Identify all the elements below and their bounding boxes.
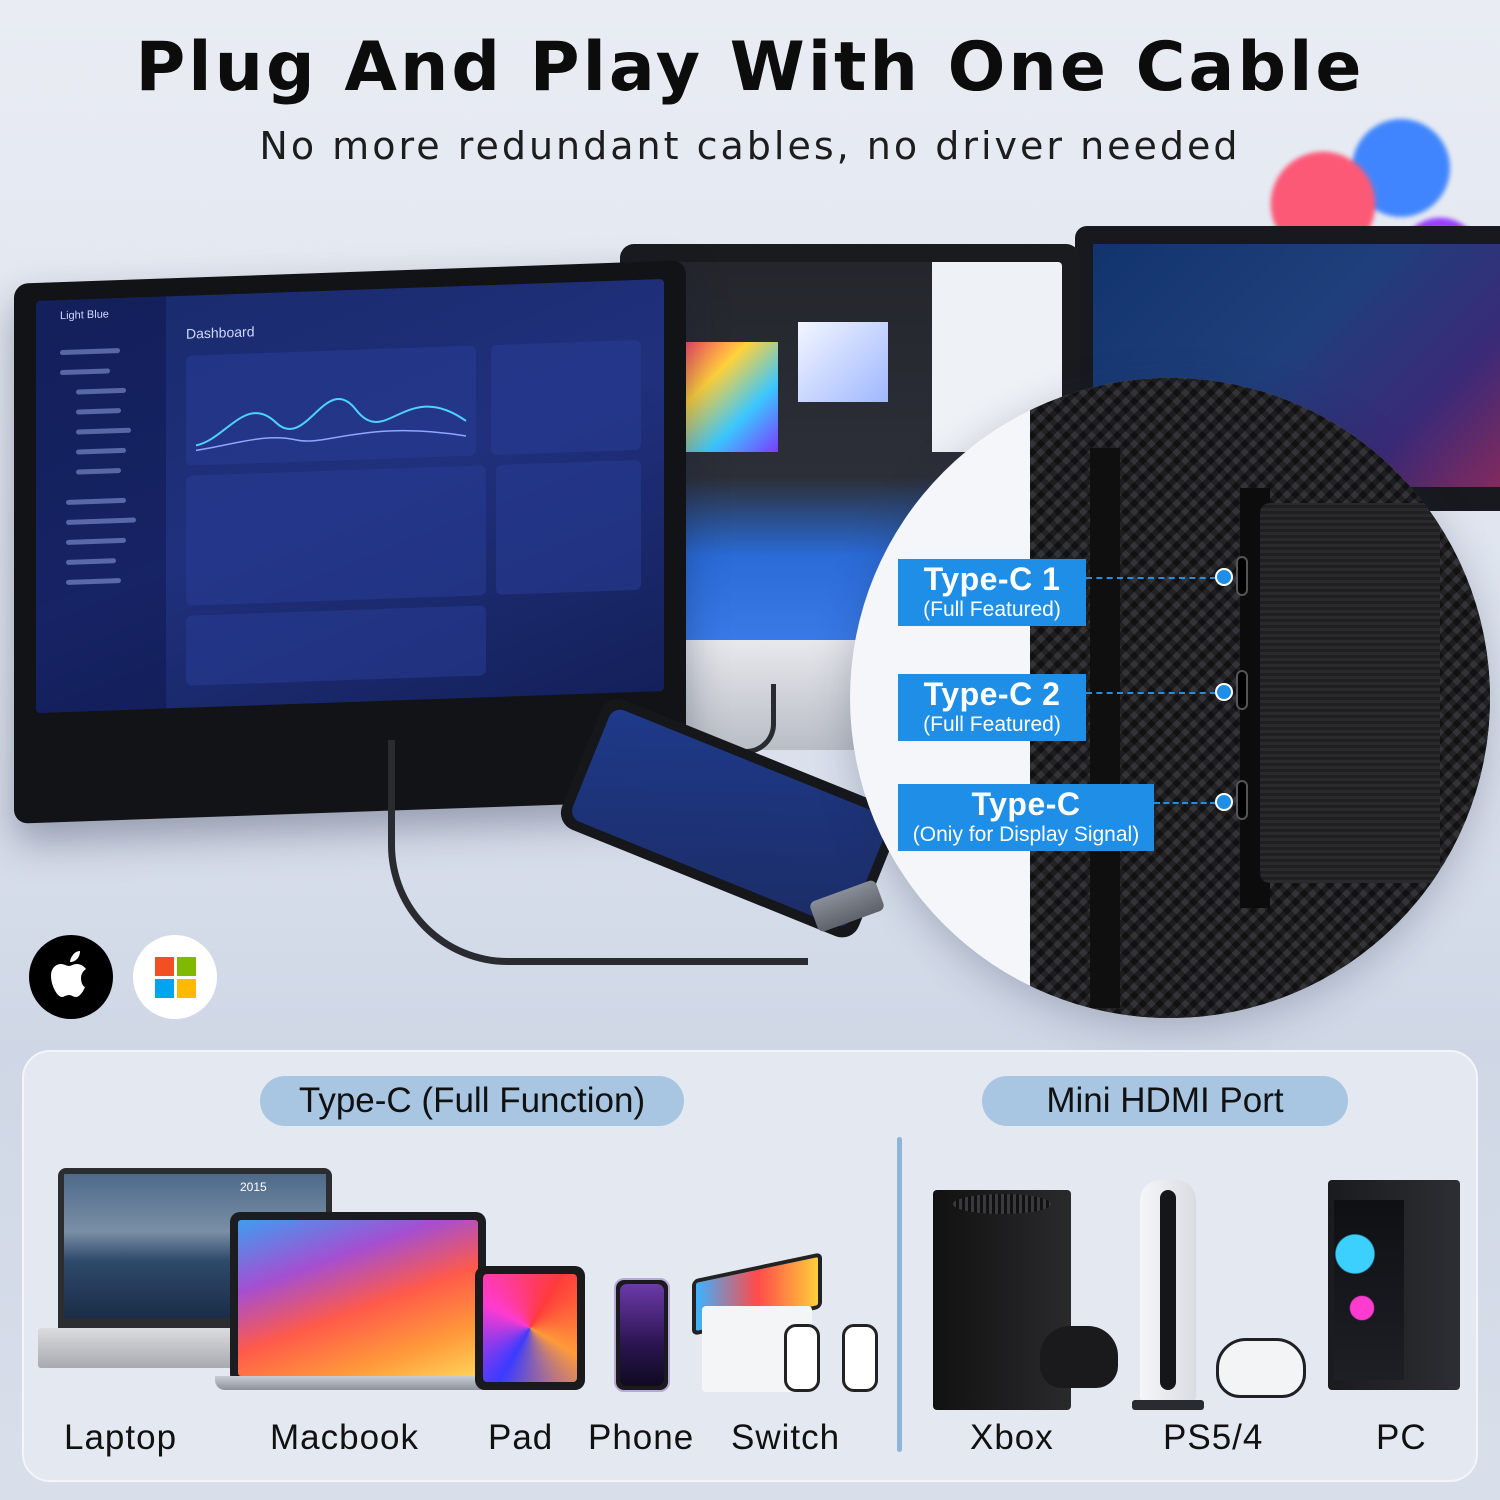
editing-photo (798, 322, 888, 402)
port-label-title: Type-C 1 (923, 561, 1061, 597)
xbox-vent (953, 1194, 1051, 1214)
port-pointer-dot (1215, 568, 1233, 586)
dashboard-screen: Light Blue Dashboard (36, 279, 664, 713)
rubber-pad (1260, 503, 1440, 883)
chat-card (186, 605, 486, 686)
windows-logo-blue-square (154, 978, 174, 998)
device-label-switch: Switch (731, 1418, 841, 1457)
tablet-device (475, 1266, 585, 1390)
device-label-pad: Pad (488, 1418, 554, 1457)
port-label-detail: (Full Featured) (923, 598, 1061, 621)
phone-device-screen (620, 1284, 664, 1386)
device-label-phone: Phone (588, 1418, 695, 1457)
dashboard-title: Dashboard (186, 323, 255, 342)
port-pointer-dot (1215, 793, 1233, 811)
pc-tower (1328, 1180, 1460, 1390)
type-c-port-2 (1236, 670, 1248, 710)
port-label-typec-1: Type-C 1 (Full Featured) (898, 559, 1086, 626)
headline: Plug And Play With One Cable (135, 28, 1365, 107)
leader-line (1154, 802, 1216, 804)
windows-logo-yellow-square (176, 978, 196, 998)
macbook-device (230, 1212, 486, 1384)
ps5-console (1132, 1180, 1204, 1410)
port-label-title: Type-C 2 (923, 676, 1061, 712)
macbook-base (215, 1376, 505, 1390)
typec-heading: Type-C (Full Function) (260, 1076, 684, 1126)
dashboard-sidebar (36, 296, 166, 713)
traffic-table-card (186, 465, 486, 606)
visits-chart-card (186, 345, 476, 466)
ps5-controller (1216, 1338, 1306, 1398)
feed-card (491, 339, 641, 456)
dashboard-brand: Light Blue (60, 308, 109, 323)
windows-logo-green-square (176, 956, 196, 976)
editing-artwork (678, 342, 778, 452)
switch-joycon-right (842, 1324, 878, 1392)
switch-device (692, 1252, 882, 1392)
port-label-typec-display: Type-C (Oniy for Display Signal) (898, 784, 1154, 851)
windows-logo-icon (133, 935, 217, 1019)
switch-joycon-left (784, 1324, 820, 1392)
tablet-screen (483, 1274, 577, 1382)
shell-gap (1090, 448, 1120, 1008)
device-label-laptop: Laptop (64, 1418, 178, 1457)
laptop-screen-year: 2015 (240, 1180, 267, 1194)
device-label-xbox: Xbox (970, 1418, 1054, 1457)
device-label-macbook: Macbook (270, 1418, 420, 1457)
windows-logo-red-square (154, 956, 174, 976)
phone-device (614, 1278, 670, 1392)
visits-chart (195, 397, 467, 452)
people-card (496, 459, 641, 595)
type-c-port-3 (1236, 780, 1248, 820)
leader-line (1086, 692, 1216, 694)
subheadline: No more redundant cables, no driver need… (259, 124, 1241, 168)
port-label-typec-2: Type-C 2 (Full Featured) (898, 674, 1086, 741)
leader-line (1086, 577, 1216, 579)
port-label-detail: (Full Featured) (923, 713, 1061, 736)
port-label-title: Type-C (971, 786, 1081, 822)
left-portable-monitor: Light Blue Dashboard (14, 260, 686, 824)
apple-logo-icon (29, 935, 113, 1019)
device-label-ps: PS5/4 (1163, 1418, 1264, 1457)
macbook-screen (238, 1220, 478, 1376)
pc-glass-panel (1334, 1200, 1404, 1380)
type-c-port-1 (1236, 556, 1248, 596)
port-pointer-dot (1215, 683, 1233, 701)
xbox-controller (1040, 1326, 1118, 1388)
port-label-detail: (Oniy for Display Signal) (912, 823, 1140, 846)
port-zoom-view (850, 378, 1490, 1018)
section-divider (897, 1137, 902, 1452)
hdmi-heading: Mini HDMI Port (982, 1076, 1348, 1126)
ps5-stand (1132, 1400, 1204, 1410)
usb-cable (388, 740, 808, 965)
device-label-pc: PC (1376, 1418, 1427, 1457)
ps5-core (1160, 1190, 1176, 1390)
